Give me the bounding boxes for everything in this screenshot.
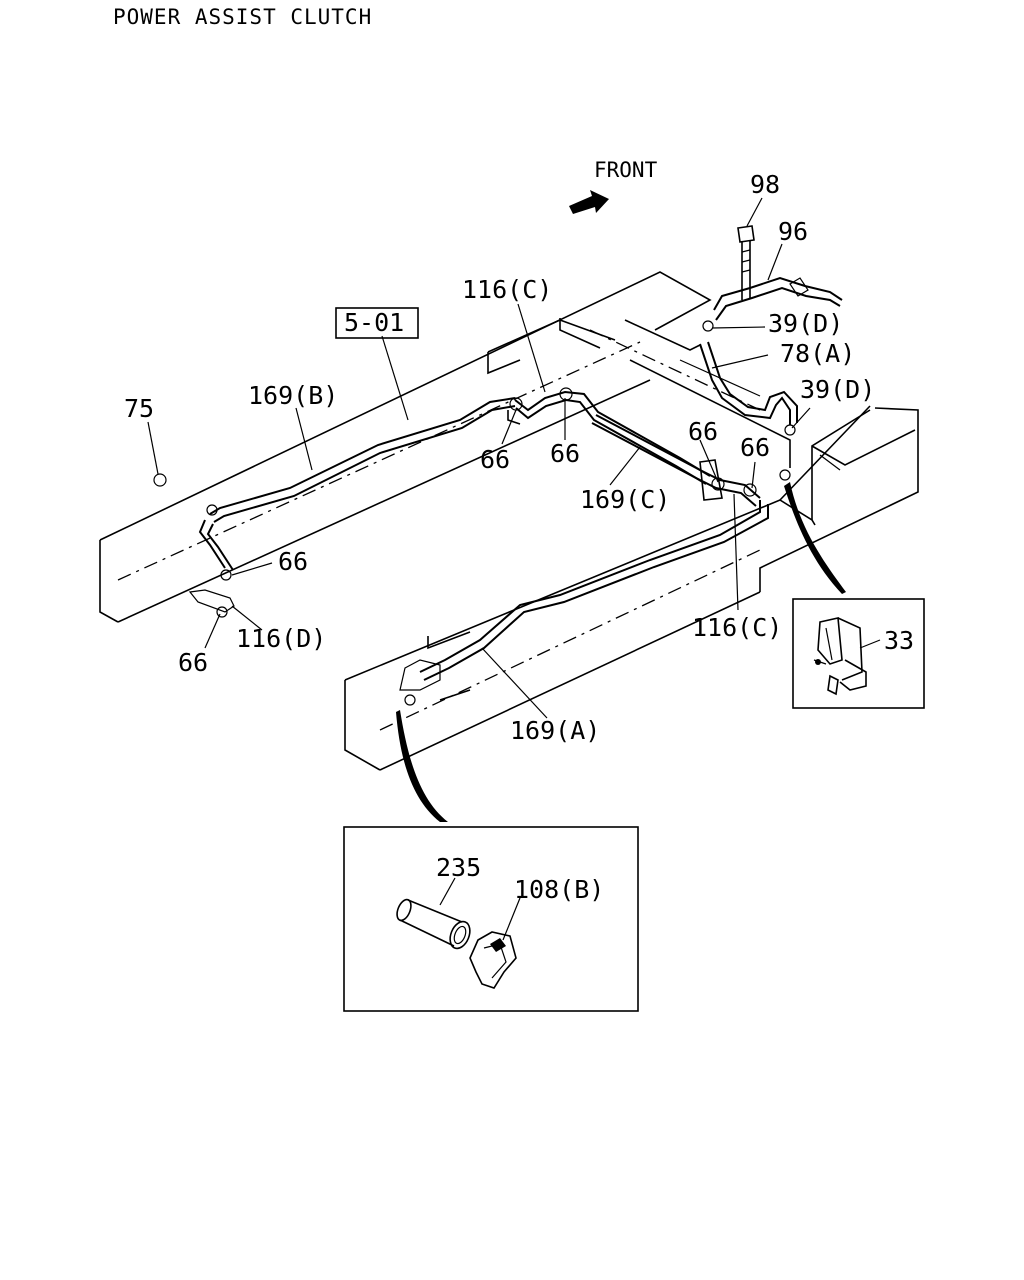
reference-box xyxy=(335,307,419,339)
bolt-98 xyxy=(737,225,755,300)
callout-116d: 116(D) xyxy=(236,624,326,653)
pipe-169c xyxy=(591,414,761,507)
pipe-169a xyxy=(399,500,769,691)
detail-box-235 xyxy=(343,826,639,1012)
callout-98: 98 xyxy=(750,170,780,199)
callout-66-e: 66 xyxy=(278,547,308,576)
callout-33: 33 xyxy=(884,626,914,655)
callout-66-b: 66 xyxy=(550,439,580,468)
callout-39d-lower: 39(D) xyxy=(800,375,875,404)
reference-box-label: 5-01 xyxy=(344,308,404,337)
diagram-title: POWER ASSIST CLUTCH xyxy=(113,5,372,29)
detail-pointer-33 xyxy=(784,482,846,594)
callout-66-f: 66 xyxy=(178,648,208,677)
callout-169b: 169(B) xyxy=(248,381,338,410)
callout-96: 96 xyxy=(778,217,808,246)
hose-78a xyxy=(699,341,798,425)
pipe-116d xyxy=(188,519,235,613)
front-arrow-icon xyxy=(569,190,609,214)
callout-235: 235 xyxy=(436,853,481,882)
detail-pointer-235 xyxy=(396,710,448,822)
callout-75: 75 xyxy=(124,394,154,423)
leader-lines xyxy=(147,197,881,941)
callout-66-d: 66 xyxy=(740,433,770,462)
pipe-116c-top xyxy=(514,390,711,485)
upper-frame-rail xyxy=(99,271,791,623)
callout-78a: 78(A) xyxy=(780,339,855,368)
detail-box-33 xyxy=(792,598,925,709)
callout-108b: 108(B) xyxy=(514,875,604,904)
callout-169c: 169(C) xyxy=(580,485,670,514)
callout-66-c: 66 xyxy=(688,417,718,446)
callout-labels: 98 96 116(C) 39(D) 78(A) 39(D) 75 169(B)… xyxy=(124,170,914,904)
callout-116c-top: 116(C) xyxy=(462,275,552,304)
lower-frame-rail xyxy=(344,405,919,771)
pipe-169b xyxy=(209,397,516,523)
hose-96 xyxy=(713,276,843,321)
callout-39d-upper: 39(D) xyxy=(768,309,843,338)
callout-116c-bottom: 116(C) xyxy=(692,613,782,642)
callout-66-a: 66 xyxy=(480,445,510,474)
front-label: FRONT xyxy=(594,158,658,182)
callout-169a: 169(A) xyxy=(510,716,600,745)
